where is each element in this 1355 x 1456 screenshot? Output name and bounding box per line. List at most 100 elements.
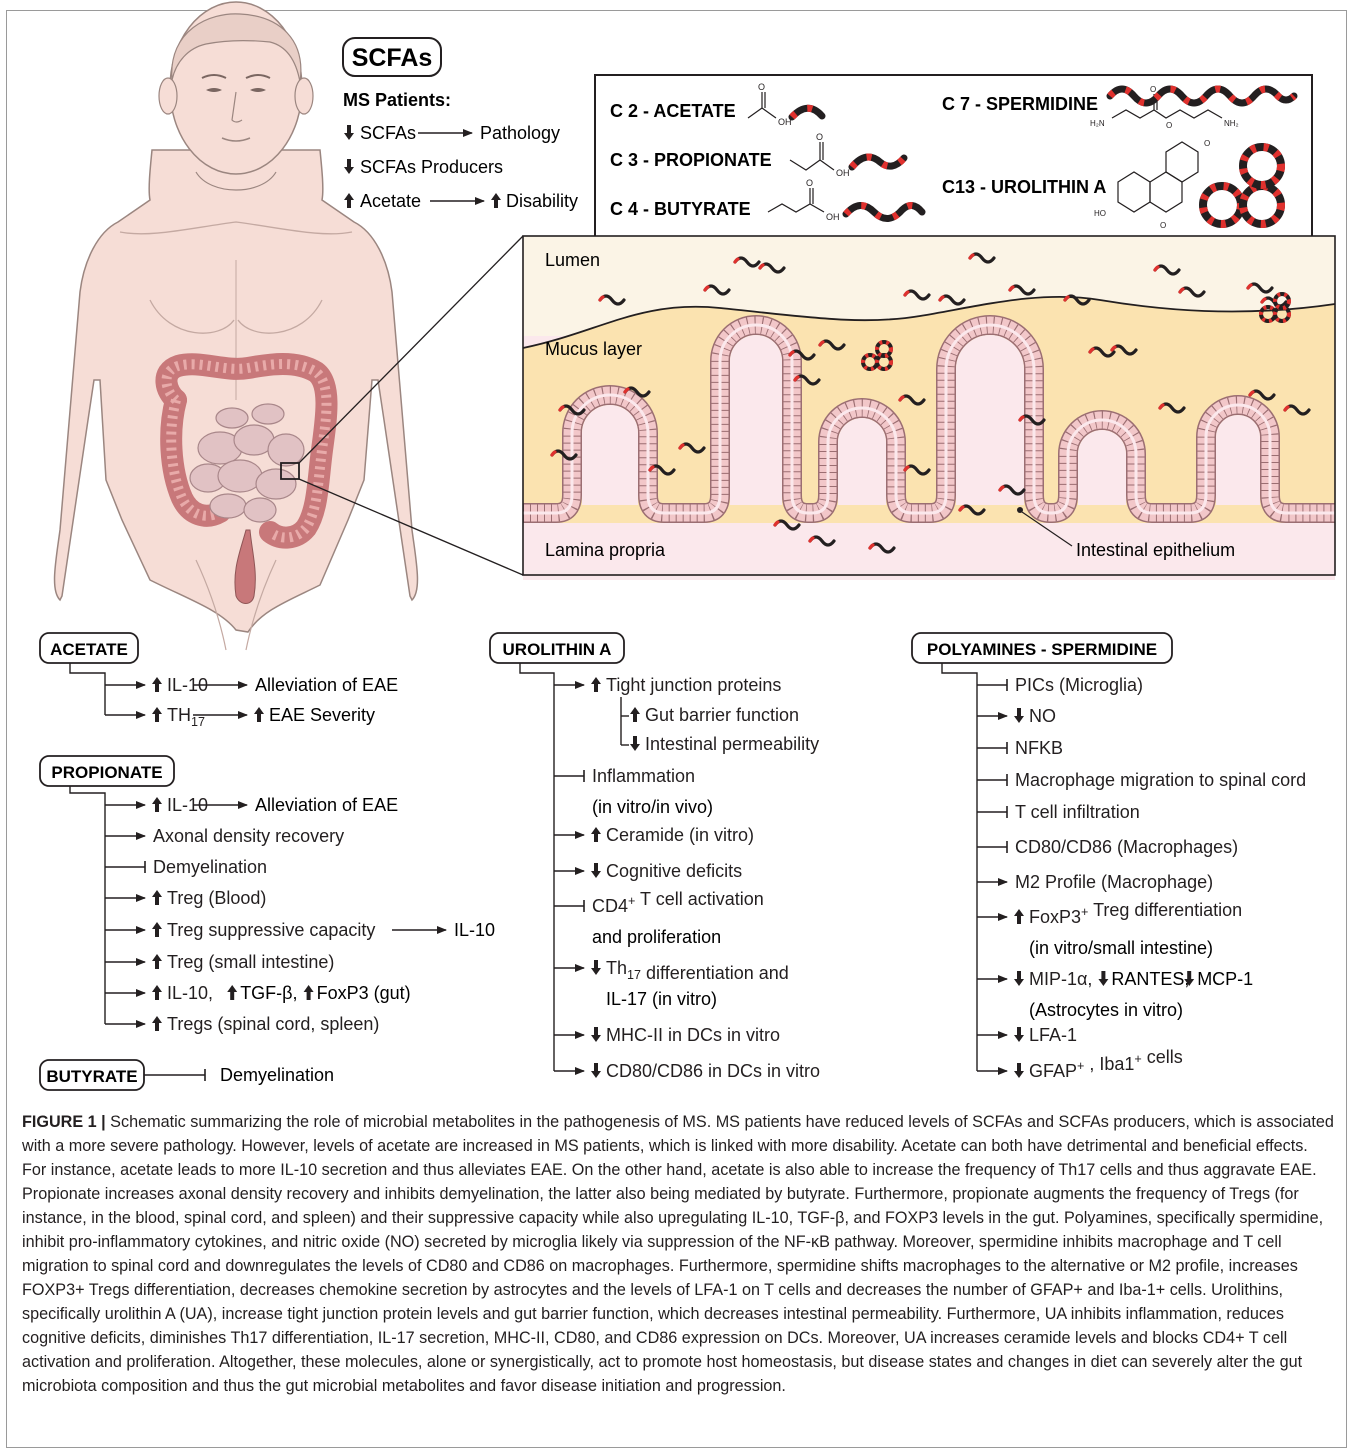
molecule-acetate-label: C 2 - ACETATE [610, 101, 736, 121]
propionate-item-extra: FoxP3 (gut) [317, 983, 411, 1003]
urolithin-item: CD4+ T cell activationand proliferation [554, 889, 764, 947]
propionate-item-text: Axonal density recovery [153, 826, 344, 846]
up-arrow-icon [344, 193, 354, 208]
propionate: PROPIONATEIL-10Alleviation of EAEAxonal … [40, 756, 495, 1034]
urolithin-item: Ceramide (in vitro) [554, 825, 754, 845]
molecule-butyrate-label: C 4 - BUTYRATE [610, 199, 751, 219]
urolithin-item: Cognitive deficits [554, 861, 742, 881]
polyamines-item-text: GFAP+ , Iba1+ cells [1029, 1047, 1183, 1081]
propionate-item: Tregs (spinal cord, spleen) [105, 1014, 379, 1034]
urolithin-item: CD80/CD86 in DCs in vitro [554, 1061, 820, 1081]
polyamines-item-text: FoxP3+ Treg differentiation [1029, 900, 1242, 927]
polyamines-item: GFAP+ , Iba1+ cells [977, 1047, 1183, 1081]
down-arrow-icon [1014, 1063, 1024, 1078]
polyamines-item: NFKB [977, 738, 1063, 758]
scfa-fact-left: SCFAs [360, 123, 416, 143]
polyamines-item: CD80/CD86 (Macrophages) [977, 837, 1238, 857]
polyamines-item: LFA-1 [977, 1025, 1077, 1045]
scfa-fact-row: SCFAs Producers [344, 157, 503, 177]
scfa-fact-row: AcetateDisability [344, 191, 578, 211]
scfa-fact-row: SCFAs Pathology [344, 123, 560, 143]
polyamines-item-extra: MCP-1 [1197, 969, 1253, 989]
polyamines-item-text: CD80/CD86 (Macrophages) [1015, 837, 1238, 857]
down-arrow-icon [1014, 708, 1024, 723]
scfa-fact-right: Disability [506, 191, 578, 211]
villus-core [956, 335, 1024, 505]
up-arrow-icon [152, 797, 162, 812]
lamina-label: Lamina propria [545, 540, 666, 560]
propionate-item: Treg (small intestine) [105, 952, 334, 972]
down-arrow-icon [1014, 1027, 1024, 1042]
up-arrow-icon [254, 707, 264, 722]
polyamines-item: T cell infiltration [977, 802, 1140, 822]
urolithin-item: MHC-II in DCs in vitro [554, 1025, 780, 1045]
propionate-item: IL-10Alleviation of EAE [105, 795, 398, 815]
molecule-urolithin-label: C13 - UROLITHIN A [942, 177, 1106, 197]
down-arrow-icon [591, 863, 601, 878]
svg-text:O: O [816, 132, 823, 142]
down-arrow-icon [630, 736, 640, 751]
caption-body: Schematic summarizing the role of microb… [22, 1113, 1334, 1395]
svg-text:NH₂: NH₂ [1224, 119, 1239, 128]
caption-lead: FIGURE 1 | [22, 1113, 106, 1131]
svg-text:O: O [1150, 85, 1156, 94]
up-arrow-icon [304, 985, 314, 1000]
propionate-item-text: Treg (Blood) [167, 888, 266, 908]
up-arrow-icon [1014, 909, 1024, 924]
propionate-item: Demyelination [105, 857, 267, 877]
villus-core [582, 405, 638, 505]
up-arrow-icon [152, 954, 162, 969]
propionate-item: Axonal density recovery [105, 826, 344, 846]
polyamines-item-extra: RANTES, [1111, 969, 1189, 989]
acetate-item-result: EAE Severity [269, 705, 375, 725]
villus-core [1078, 430, 1126, 505]
up-arrow-icon [152, 922, 162, 937]
up-arrow-icon [630, 707, 640, 722]
propionate-item-text: Treg suppressive capacity [167, 920, 375, 940]
urolithin-item-text: Th17 differentiation and [606, 958, 789, 983]
down-arrow-icon [344, 125, 354, 140]
figure-illustration: SCFAs MS Patients: SCFAsPathologySCFAs P… [0, 0, 1355, 1110]
urolithin-item-text: Ceramide (in vitro) [606, 825, 754, 845]
butyrate: BUTYRATE Demyelination [40, 1060, 334, 1090]
urolithin-item-text: Cognitive deficits [606, 861, 742, 881]
polyamines-item-text: MIP-1α, [1029, 969, 1092, 989]
villus-core [838, 418, 886, 505]
svg-text:O: O [1204, 139, 1210, 148]
up-arrow-icon [591, 677, 601, 692]
up-arrow-icon [152, 985, 162, 1000]
urolithin-item-text: CD4+ T cell activation [592, 889, 764, 916]
butyrate-title: BUTYRATE [46, 1067, 137, 1086]
scfa-fact-right: Pathology [480, 123, 560, 143]
scfa-fact-left: SCFAs Producers [360, 157, 503, 177]
mucus-label: Mucus layer [545, 339, 642, 359]
up-arrow-icon [227, 985, 237, 1000]
down-arrow-icon [591, 1063, 601, 1078]
urolithin-item-line2: (in vitro/in vivo) [592, 797, 713, 817]
urolithin-title: UROLITHIN A [503, 640, 612, 659]
propionate-item-text: Tregs (spinal cord, spleen) [167, 1014, 379, 1034]
butyrate-item-text: Demyelination [220, 1065, 334, 1085]
villus-core [1216, 415, 1260, 505]
urolithin-item-text: MHC-II in DCs in vitro [606, 1025, 780, 1045]
polyamines-item: MIP-1α, RANTES, MCP-1 (Astrocytes in vitro) [977, 969, 1253, 1020]
polyamines-item: Macrophage migration to spinal cord [977, 770, 1306, 790]
acetate-title: ACETATE [50, 640, 128, 659]
up-arrow-icon [491, 193, 501, 208]
polyamines-item-text: NFKB [1015, 738, 1063, 758]
acetate-trunk [70, 663, 105, 715]
svg-text:H₂N: H₂N [1090, 119, 1105, 128]
polyamines-item-line2: (Astrocytes in vitro) [1029, 1000, 1183, 1020]
acetate-item-text: TH17 [167, 705, 205, 729]
svg-text:HO: HO [1094, 209, 1106, 218]
polyamines-item-text: NO [1029, 706, 1056, 726]
figure-caption: FIGURE 1 | Schematic summarizing the rol… [22, 1110, 1334, 1398]
polyamines-item: PICs (Microglia) [977, 675, 1143, 695]
polyamines-item-line2: (in vitro/small intestine) [1029, 938, 1213, 958]
acetate-item: TH17 EAE Severity [105, 705, 375, 729]
scfas-block: SCFAs MS Patients: SCFAsPathologySCFAs P… [343, 38, 578, 211]
svg-text:O: O [758, 82, 765, 92]
down-arrow-icon [591, 1027, 601, 1042]
up-arrow-icon [152, 677, 162, 692]
